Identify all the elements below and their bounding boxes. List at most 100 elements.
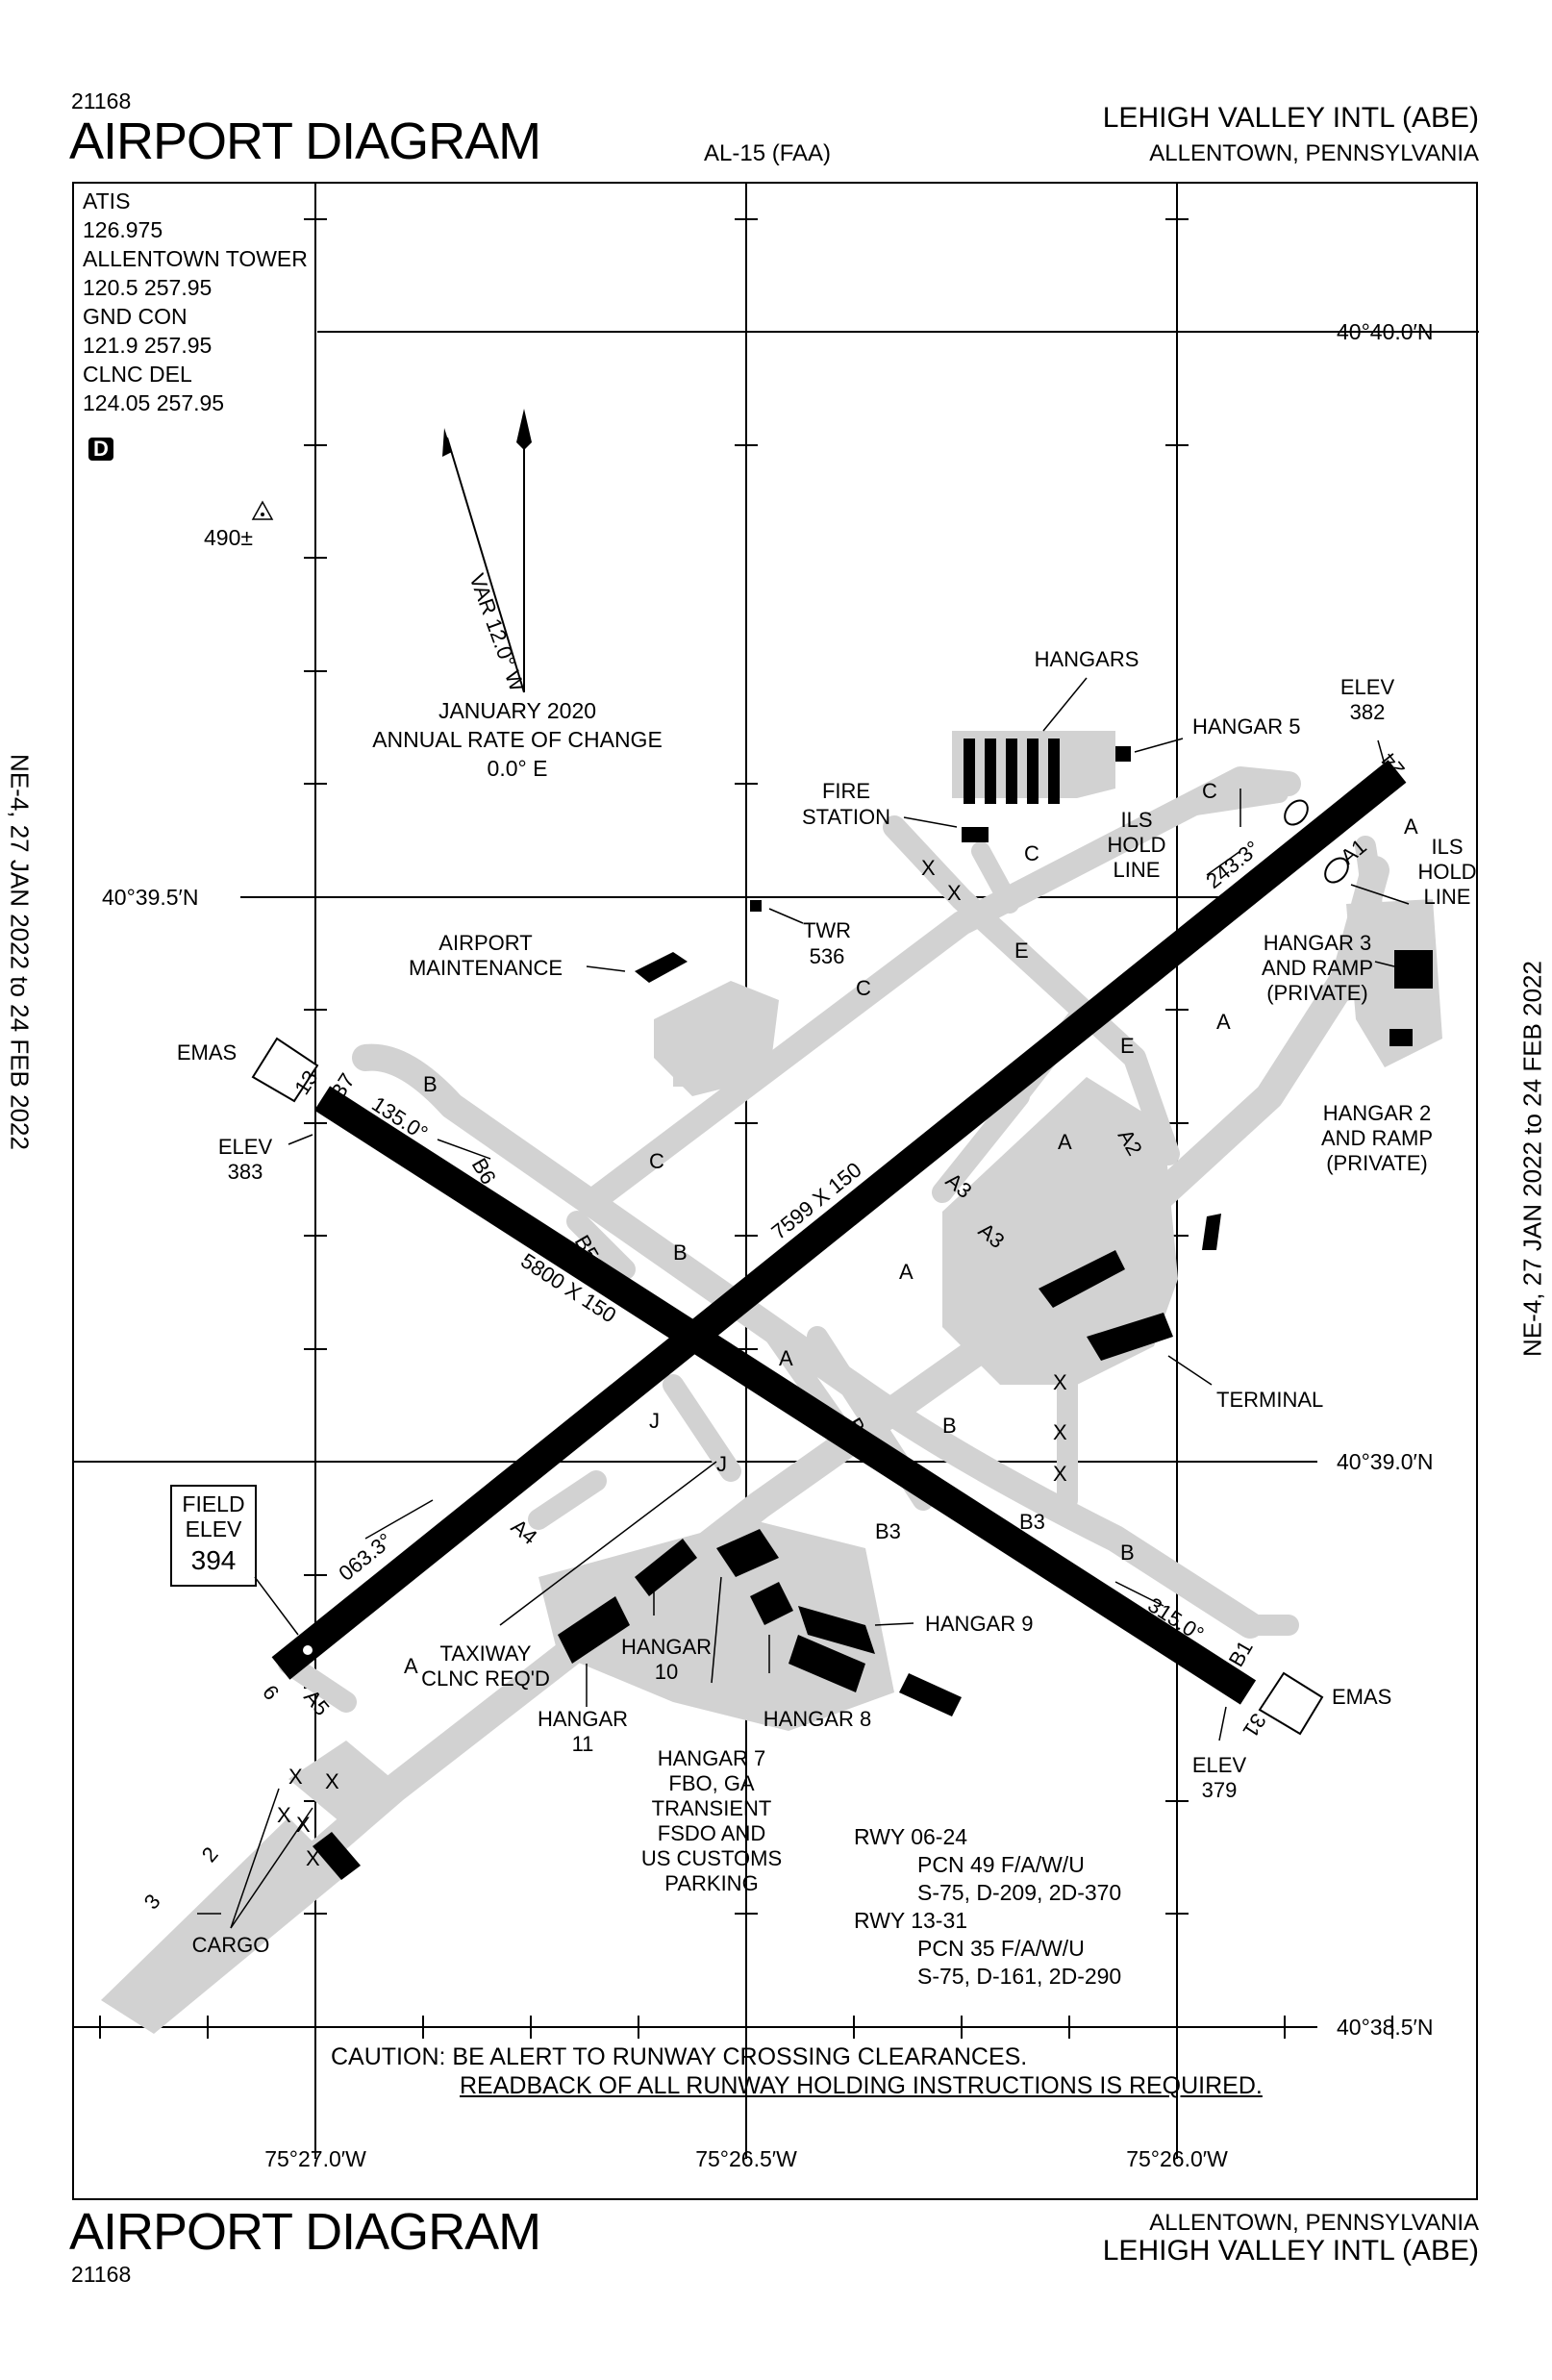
label-hangar8: HANGAR 8	[763, 1707, 871, 1731]
label-ils2-2: HOLD	[1417, 860, 1476, 884]
chart-title-bottom: AIRPORT DIAGRAM	[69, 2203, 541, 2261]
cargo-bldg	[313, 1832, 361, 1880]
label-field-elev-2: ELEV	[186, 1516, 242, 1541]
taxiway-a3	[932, 1086, 1030, 1203]
airport-city-bottom: ALLENTOWN, PENNSYLVANIA	[1149, 2210, 1479, 2236]
twy-b-2: B	[673, 1240, 688, 1265]
coord-lat-mid: 40°39.5′N	[102, 885, 199, 910]
pcn-13-31-loads: S-75, D-161, 2D-290	[917, 1964, 1122, 1989]
twy-c-2: C	[1024, 841, 1039, 865]
coord-lon-mid: 75°26.5′W	[695, 2146, 797, 2171]
coord-lon-right: 75°26.0′W	[1126, 2146, 1228, 2171]
label-maint-1: AIRPORT	[438, 931, 532, 955]
freq-tower-value: 120.5 257.95	[83, 275, 213, 300]
leader-cargo-2	[230, 1807, 313, 1929]
cargo-apron	[101, 1817, 346, 2034]
label-hangar5: HANGAR 5	[1192, 714, 1300, 739]
label-hangar3-1: HANGAR 3	[1264, 931, 1371, 955]
taxiway-e	[883, 815, 1180, 1165]
freq-tower-label: ALLENTOWN TOWER	[83, 246, 308, 271]
freq-atis-value: 126.975	[83, 217, 163, 242]
leader-lines	[197, 677, 1410, 1929]
pcn-06-24-loads: S-75, D-209, 2D-370	[917, 1880, 1122, 1905]
label-hangar7-6: PARKING	[664, 1871, 758, 1895]
airspace-class-letter: D	[93, 437, 109, 461]
label-hangar10-1: HANGAR	[621, 1635, 712, 1659]
ils-hold-oval-1	[1284, 799, 1309, 826]
twy-x-8: X	[277, 1803, 291, 1827]
label-hangar3-3: (PRIVATE)	[1266, 981, 1368, 1005]
variation-label: VAR 12.0° W	[464, 570, 529, 694]
label-elev383-1: ELEV	[218, 1135, 273, 1159]
hangar3-bldg	[1394, 950, 1433, 989]
label-field-elev-1: FIELD	[182, 1491, 244, 1516]
hangar-bldg-3	[1006, 739, 1017, 804]
hangar11-bldg	[558, 1596, 630, 1664]
airport-city-top: ALLENTOWN, PENNSYLVANIA	[1149, 140, 1479, 166]
label-ils1-1: ILS	[1120, 808, 1152, 832]
leader-elev379	[1218, 1706, 1227, 1741]
hangar-bldg-2	[985, 739, 996, 804]
leader-hangar9	[874, 1622, 914, 1626]
twy-a-5: A	[779, 1346, 793, 1370]
label-hangar3-2: AND RAMP	[1262, 956, 1373, 980]
label-ils2-1: ILS	[1431, 835, 1463, 859]
emas-left-box	[251, 1037, 319, 1103]
emas-areas	[251, 1037, 1324, 1736]
twy-b-3: B	[942, 1414, 957, 1438]
hangar9-bldg-3	[899, 1673, 962, 1716]
label-elev379-1: ELEV	[1192, 1753, 1247, 1777]
twy-x-9: X	[296, 1813, 311, 1837]
twy-a-1: A	[1404, 814, 1418, 839]
leader-ils2	[1350, 884, 1410, 905]
label-ils1-2: HOLD	[1107, 833, 1165, 857]
label-cargo: CARGO	[192, 1933, 270, 1957]
coord-lat-bottom: 40°38.5′N	[1337, 2015, 1434, 2040]
leader-twr	[768, 908, 804, 924]
maintenance-apron-2	[673, 1048, 740, 1087]
variation-rate: 0.0° E	[487, 756, 548, 781]
pcn-06-24-value: PCN 49 F/A/W/U	[917, 1852, 1085, 1877]
taxiway-c	[579, 766, 1301, 1215]
twy-b-1: B	[423, 1072, 438, 1096]
twy-a-6: A	[404, 1654, 418, 1678]
leader-elev383	[288, 1134, 313, 1145]
twy-a-2: A	[1216, 1010, 1231, 1034]
twy-j-1: J	[649, 1409, 660, 1433]
label-fire-1: FIRE	[822, 779, 870, 803]
twy-x-6: X	[288, 1765, 303, 1789]
buildings	[313, 739, 1433, 1880]
freq-gnd-label: GND CON	[83, 304, 188, 329]
label-hangar7-3: TRANSIENT	[652, 1796, 772, 1820]
label-terminal: TERMINAL	[1216, 1388, 1323, 1412]
chart-series: AL-15 (FAA)	[704, 140, 832, 166]
label-hangar7-5: US CUSTOMS	[641, 1846, 782, 1870]
label-hangars: HANGARS	[1035, 647, 1139, 671]
runway-06-24	[271, 760, 1407, 1680]
hdg-063-arrow	[364, 1499, 434, 1540]
chart-title-top: AIRPORT DIAGRAM	[69, 113, 541, 170]
maintenance-bldg	[635, 952, 688, 983]
leader-hangar5	[1134, 738, 1184, 753]
taxiway-labels: C C C C X X E E A A A A A A A1 A2 A3 A3 …	[139, 779, 1418, 1914]
caution-line-1: CAUTION: BE ALERT TO RUNWAY CROSSING CLE…	[331, 2043, 1028, 2070]
diagram-labels: HANGARS HANGAR 5 FIRE STATION ILS HOLD L…	[177, 647, 1477, 1957]
leader-elev382	[1377, 739, 1386, 765]
leader-cargo-1	[230, 1788, 280, 1929]
pcn-block: RWY 06-24 PCN 49 F/A/W/U S-75, D-209, 2D…	[854, 1823, 1181, 1991]
magnetic-north-line	[446, 437, 525, 693]
emas-right-box	[1258, 1671, 1324, 1736]
twy-b3-2: B3	[1019, 1510, 1045, 1534]
hangar-bldg-4	[1027, 739, 1039, 804]
fire-station-bldg	[962, 827, 989, 842]
label-hangar7-4: FSDO AND	[658, 1821, 765, 1845]
pcn-13-31-value: PCN 35 F/A/W/U	[917, 1936, 1085, 1961]
label-twr-2: 536	[810, 944, 845, 968]
obstacle-icon	[251, 500, 274, 520]
leader-field-elev	[254, 1576, 299, 1636]
label-hangar9: HANGAR 9	[925, 1612, 1033, 1636]
ils-hold-markers	[1284, 799, 1349, 884]
magnetic-north-arrowhead	[442, 428, 452, 457]
leader-fire	[903, 816, 958, 828]
twy-a-3: A	[1058, 1130, 1072, 1154]
